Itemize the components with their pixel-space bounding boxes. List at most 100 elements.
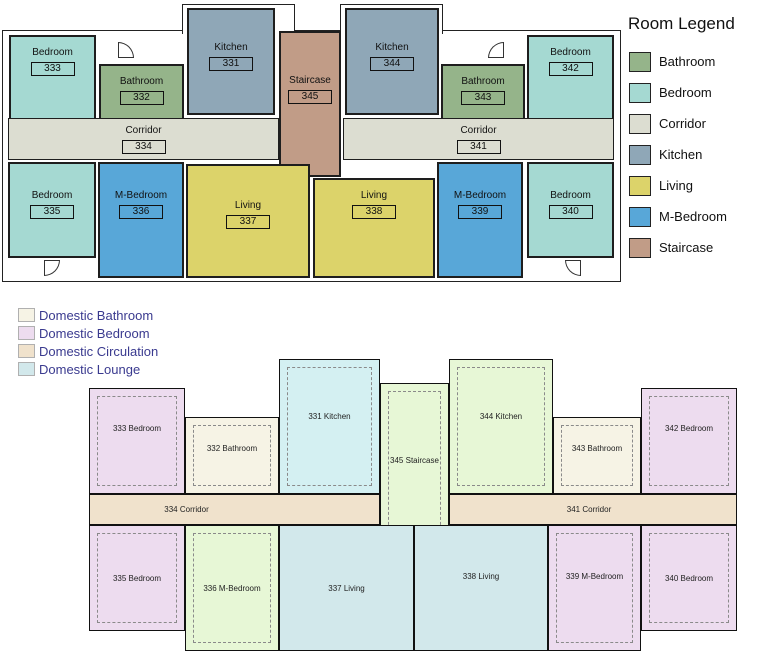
dept-room-337: 337 Living (279, 525, 414, 651)
department-legend: Domestic Bathroom Domestic Bedroom Domes… (18, 306, 158, 378)
room-334: Corridor 334 (8, 118, 279, 160)
legend-label: M-Bedroom (659, 209, 727, 224)
legend-swatch (629, 144, 651, 165)
dept-room-label: 344 Kitchen (479, 412, 523, 421)
dept-room-label: 332 Bathroom (206, 444, 258, 453)
room-number: 342 (548, 62, 593, 76)
room-341: Corridor 341 (343, 118, 614, 160)
dept-room-label: 334 Corridor (164, 505, 209, 514)
dept-room-label: 340 Bedroom (664, 573, 714, 583)
room-339: M-Bedroom 339 (437, 162, 523, 278)
room-345: Staircase 345 (279, 31, 341, 177)
dept-room-336: 336 M-Bedroom (185, 525, 279, 651)
room-342: Bedroom 342 (527, 35, 614, 127)
dept-room-341: 341 Corridor (449, 494, 737, 525)
room-344: Kitchen 344 (345, 8, 439, 115)
dept-room-label: 342 Bedroom (664, 423, 714, 433)
room-name: Living (360, 190, 388, 201)
dept-legend-item: Domestic Circulation (18, 342, 158, 360)
room-name: Bedroom (31, 190, 73, 201)
room-legend: Room Legend Bathroom Bedroom Corridor Ki… (625, 14, 765, 263)
room-333: Bedroom 333 (9, 35, 96, 127)
legend-label: Bathroom (659, 54, 716, 69)
dept-room-342: 342 Bedroom (641, 388, 737, 494)
dept-room-339: 339 M-Bedroom (548, 525, 641, 651)
legend-swatch (629, 206, 651, 227)
legend-swatch (629, 237, 651, 258)
room-name: Living (234, 200, 262, 211)
room-name: Corridor (125, 124, 162, 136)
room-name: Bathroom (461, 76, 505, 87)
dept-room-344: 344 Kitchen (449, 359, 553, 494)
dept-legend-swatch (18, 326, 35, 340)
room-name: Corridor (460, 124, 497, 136)
room-336: M-Bedroom 336 (98, 162, 184, 278)
dept-legend-label: Domestic Bathroom (39, 307, 154, 323)
legend-swatch (629, 51, 651, 72)
dept-room-label: 345 Staircase (390, 455, 439, 465)
dept-legend-label: Domestic Lounge (39, 361, 141, 377)
dept-legend-item: Domestic Lounge (18, 360, 158, 378)
legend-item: Bedroom (625, 77, 765, 108)
dept-room-label: 339 M-Bedroom (565, 571, 624, 581)
dept-room-340: 340 Bedroom (641, 525, 737, 631)
room-332: Bathroom 332 (99, 64, 184, 128)
dept-room-335: 335 Bedroom (89, 525, 185, 631)
room-name: Bedroom (550, 47, 591, 58)
legend-item: Kitchen (625, 139, 765, 170)
room-335: Bedroom 335 (8, 162, 96, 258)
dept-legend-swatch (18, 362, 35, 376)
dept-room-334: 334 Corridor (89, 494, 380, 525)
dept-room-338: 338 Living (414, 525, 548, 651)
dept-legend-item: Domestic Bedroom (18, 324, 158, 342)
dept-room-label: 333 Bedroom (112, 423, 162, 433)
legend-label: Bedroom (659, 85, 712, 100)
room-name: Bedroom (32, 47, 73, 58)
room-number: 337 (226, 215, 270, 229)
room-number: 332 (119, 91, 164, 105)
room-number: 334 (121, 139, 166, 154)
legend-title: Room Legend (628, 14, 735, 33)
room-number: 331 (209, 57, 253, 71)
dept-legend-swatch (18, 344, 35, 358)
legend-item: Living (625, 170, 765, 201)
legend-label: Living (659, 178, 693, 193)
room-340: Bedroom 340 (527, 162, 614, 258)
room-338: Living 338 (313, 178, 435, 278)
dept-room-345: 345 Staircase (380, 383, 449, 543)
legend-swatch (629, 113, 651, 134)
legend-swatch (629, 175, 651, 196)
legend-label: Kitchen (659, 147, 703, 162)
room-number: 340 (548, 205, 593, 219)
room-name: Bedroom (550, 190, 591, 201)
dept-room-332: 332 Bathroom (185, 417, 279, 494)
dept-room-label: 338 Living (462, 571, 500, 581)
dept-room-label: 335 Bedroom (112, 573, 162, 583)
room-number: 338 (352, 205, 396, 219)
dept-room-label: 337 Living (328, 583, 365, 593)
legend-item: M-Bedroom (625, 201, 765, 232)
room-331: Kitchen 331 (187, 8, 275, 115)
room-337: Living 337 (186, 164, 310, 278)
room-number: 339 (458, 205, 502, 219)
legend-item: Staircase (625, 232, 765, 263)
room-number: 345 (288, 90, 332, 104)
dept-room-331: 331 Kitchen (279, 359, 380, 494)
room-number: 341 (456, 139, 501, 154)
room-name: Bathroom (119, 76, 164, 87)
legend-label: Corridor (659, 116, 706, 131)
dept-room-343: 343 Bathroom (553, 417, 641, 494)
dept-room-333: 333 Bedroom (89, 388, 185, 494)
dept-legend-label: Domestic Bedroom (39, 325, 150, 341)
dept-legend-swatch (18, 308, 35, 322)
room-name: Staircase (289, 75, 331, 86)
legend-label: Staircase (659, 240, 714, 255)
room-number: 336 (119, 205, 163, 219)
dept-room-label: 343 Bathroom (571, 444, 623, 453)
dept-room-label: 331 Kitchen (308, 412, 351, 421)
room-number: 333 (30, 62, 75, 76)
dept-room-label: 336 M-Bedroom (203, 583, 261, 593)
dept-legend-item: Domestic Bathroom (18, 306, 158, 324)
dept-legend-label: Domestic Circulation (39, 343, 159, 359)
